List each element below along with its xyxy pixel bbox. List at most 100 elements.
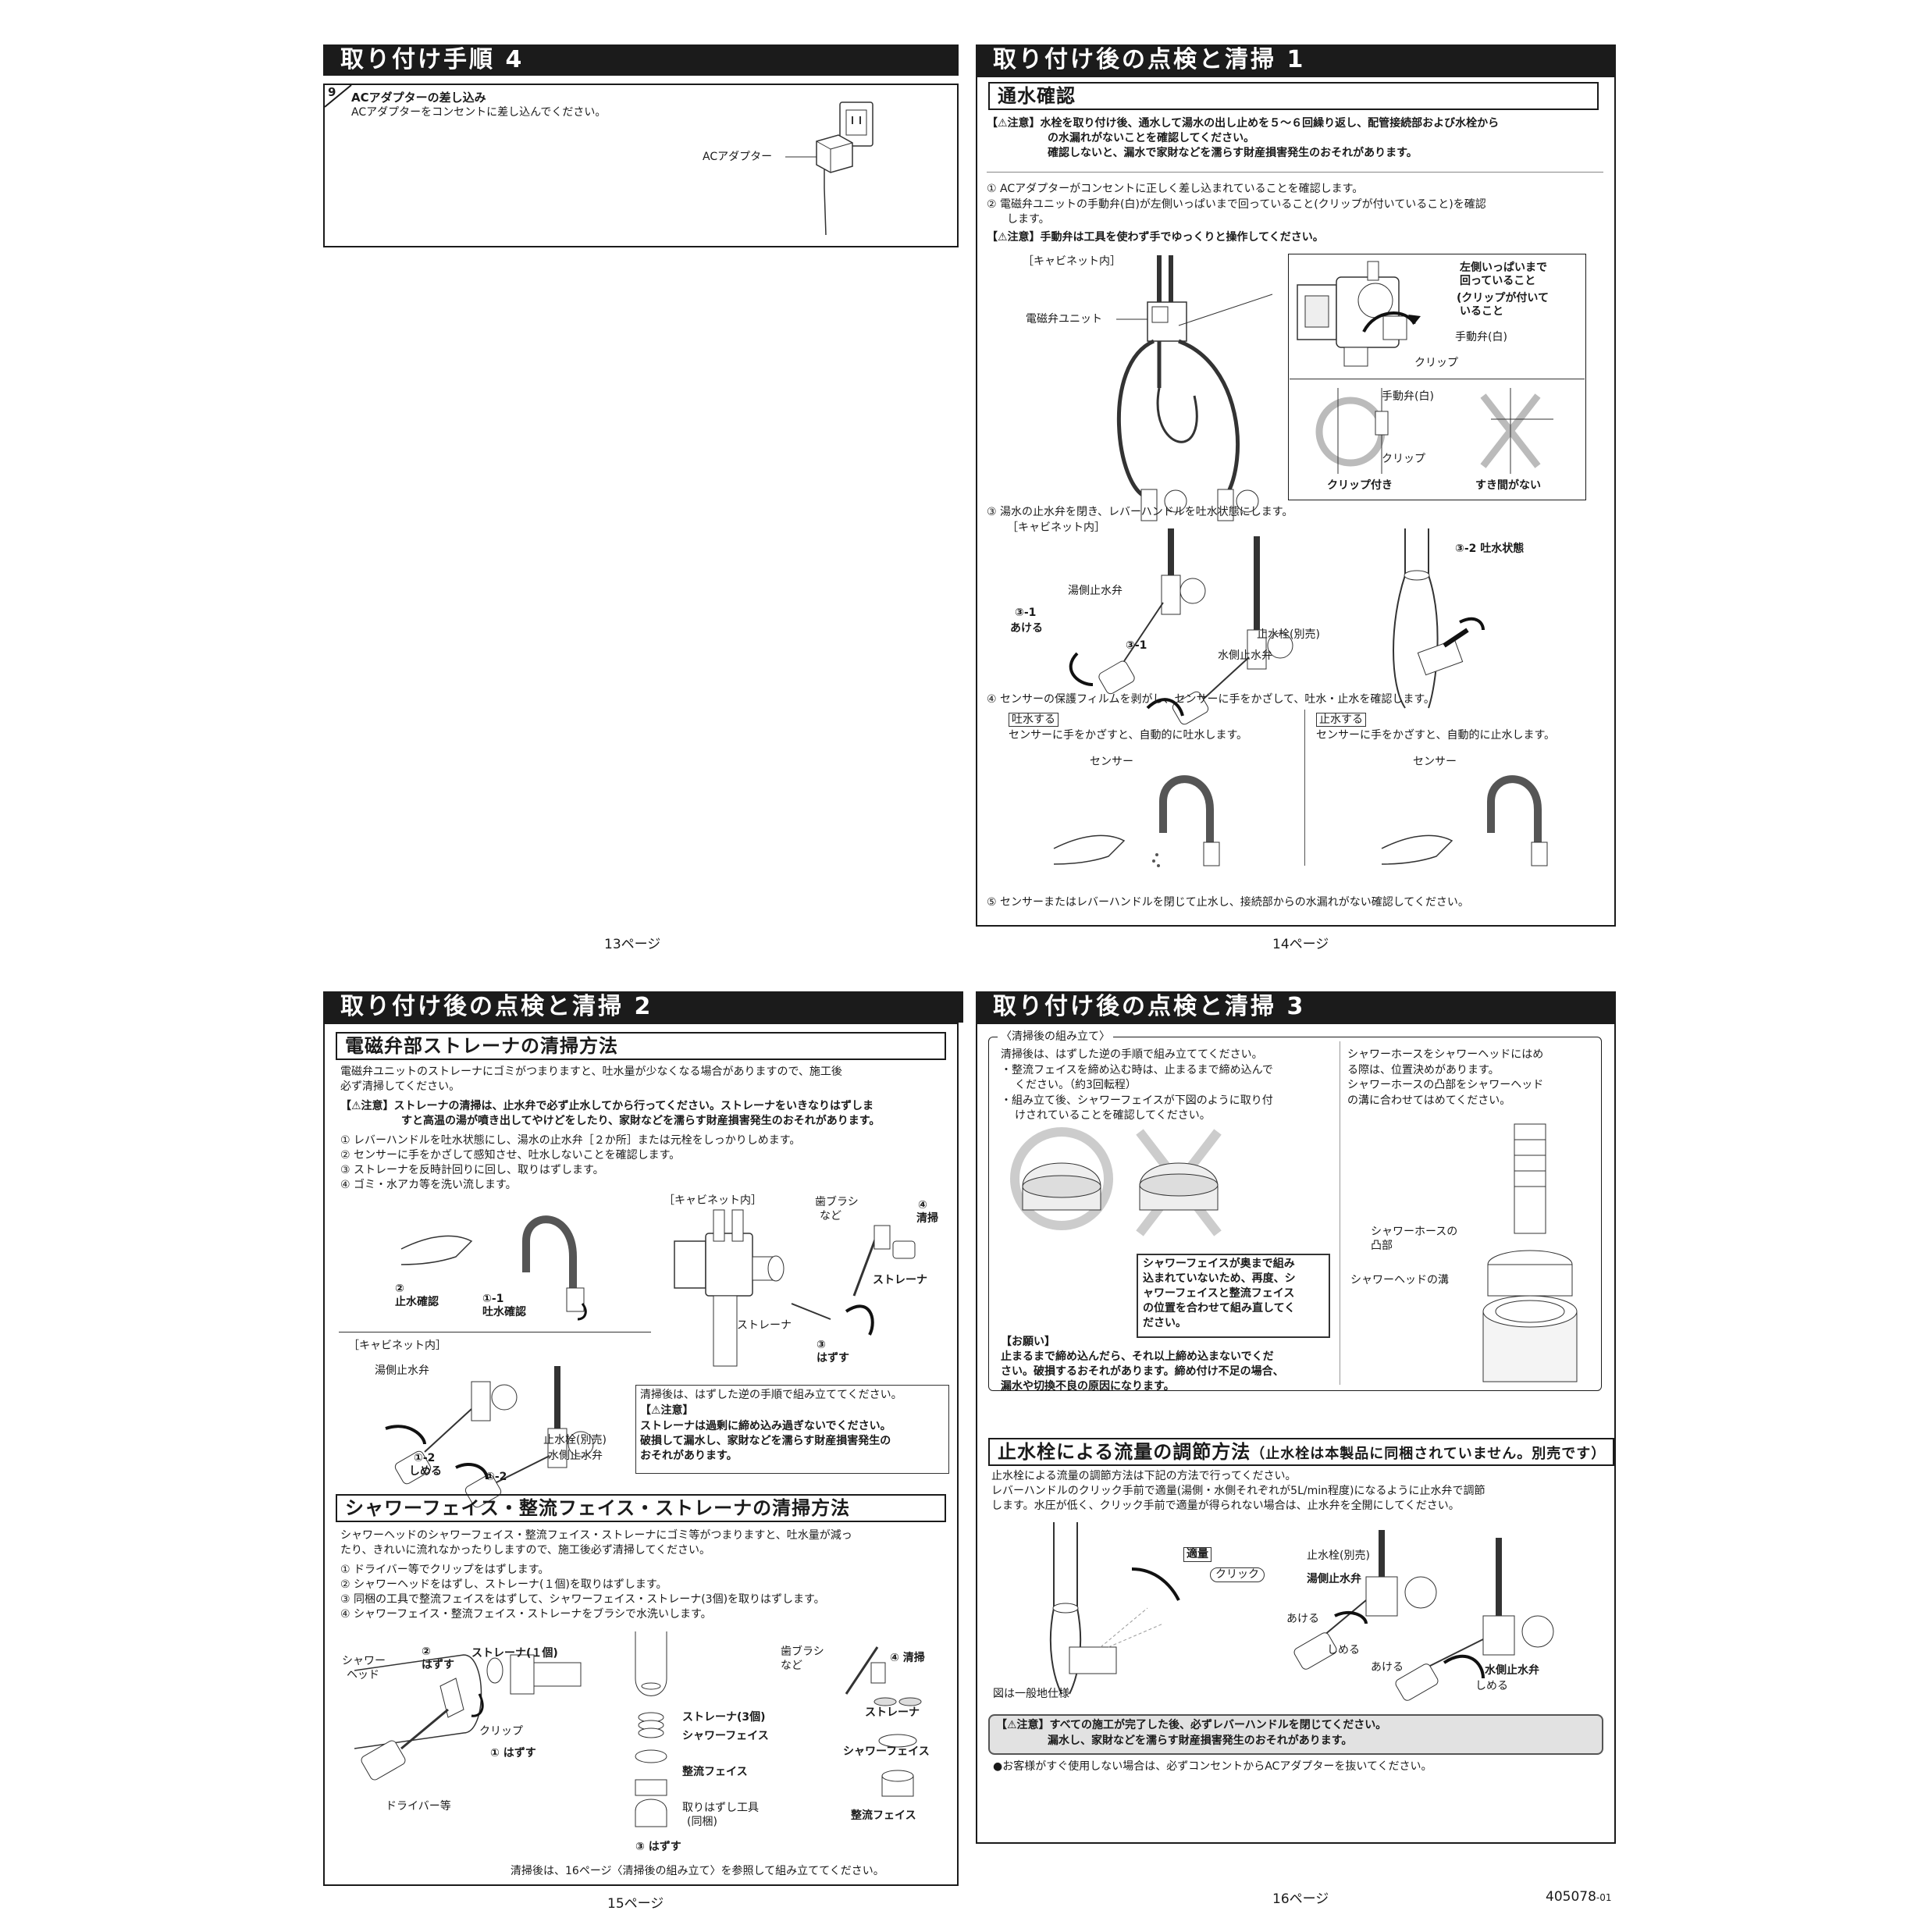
ok-ng-comparison — [1315, 388, 1553, 474]
clean-4b: ④ 清掃 — [890, 1652, 925, 1664]
shower-head-label: ヘッド — [347, 1669, 379, 1681]
close-label-2: しめる — [1475, 1680, 1508, 1692]
assembly-line: 清掃後は、はずした逆の手順で組み立ててください。 — [1001, 1048, 1263, 1061]
stop-text: センサーに手をかざすと、自動的に止水します。 — [1316, 729, 1556, 742]
final-caution-line: 漏水し、家財などを濡らす財産損害発生のおそれがあります。 — [1048, 1735, 1353, 1747]
driver-label: ドライバー等 — [386, 1800, 451, 1813]
section-title: 電磁弁部ストレーナの清掃方法 — [336, 1032, 946, 1060]
assembly-line: ください。（約3回転程） — [1015, 1079, 1137, 1091]
flow-face-label: 整流フェイス — [682, 1766, 748, 1778]
faucet-illustration — [1393, 528, 1485, 709]
request-line: さい。破損するおそれがあります。締め付け不足の場合、 — [1001, 1365, 1284, 1378]
open-label: あける — [1010, 622, 1043, 635]
manual-valve-label-2: 手動弁(白) — [1382, 390, 1434, 403]
cabinet-label-2: ［キャビネット内］ — [1007, 521, 1105, 534]
adapter-label: ACアダプター — [703, 151, 773, 163]
spout-text: センサーに手をかざすと、自動的に吐水します。 — [1009, 729, 1248, 742]
shower-head-illustration — [354, 1654, 582, 1781]
proper-label: 適量 — [1183, 1547, 1212, 1562]
final-caution-line: 【⚠注意】すべての施工が完了した後、必ずレバーハンドルを閉じてください。 — [996, 1719, 1387, 1731]
caution-line: 確認しないと、漏水で家財などを濡らす財産損害発生のおそれがあります。 — [1048, 147, 1418, 159]
sensor-spout-illustration — [1053, 775, 1220, 867]
right-text-line: る際は、位置決めがあります。 — [1347, 1064, 1500, 1076]
close-12-label: しめる — [409, 1465, 442, 1478]
confirm-2-label: 止水確認 — [395, 1296, 439, 1308]
caution-line: の水漏れがないことを確認してください。 — [1048, 132, 1255, 144]
stop-valve-illustration — [1293, 1530, 1554, 1701]
strainer-1-label: ストレーナ(１個) — [471, 1647, 558, 1660]
assembly-line: ・組み立て後、シャワーフェイスが下図のように取り付 — [1001, 1094, 1273, 1107]
caution-line: 【⚠注意】ストレーナの清掃は、止水弁で必ず止水してから行ってください。ストレーナ… — [340, 1100, 874, 1112]
flow-line: 止水栓による流量の調節方法は下記の方法で行ってください。 — [991, 1470, 1297, 1482]
right-text-line: シャワーホースの凸部をシャワーヘッド — [1347, 1079, 1544, 1091]
page-13: 取り付け手順 4 9 ACアダプターの差し込み ACアダプターをコンセントに差し… — [323, 44, 959, 952]
doc-code-rev: -01 — [1596, 1892, 1612, 1903]
strainer-label-2: ストレーナ — [737, 1319, 792, 1332]
page-frame — [976, 76, 1616, 927]
intro2-line: シャワーヘッドのシャワーフェイス・整流フェイス・ストレーナにゴミ等がつまりますと… — [340, 1529, 852, 1542]
spout-11-label: 吐水確認 — [482, 1306, 526, 1318]
step-4: ④ センサーの保護フィルムを剥がし、センサーに手をかざして、吐水・止水を確認しま… — [987, 693, 1435, 706]
click-label: クリック — [1210, 1567, 1265, 1582]
step-line: ③ ストレーナを反時計回りに回し、取りはずします。 — [340, 1164, 604, 1176]
hose-convex-label: 凸部 — [1371, 1240, 1393, 1252]
step-2: ② 電磁弁ユニットの手動弁(白)が左側いっぱいまで回っていること(クリップが付い… — [987, 198, 1486, 211]
confirm-2: ② — [395, 1283, 404, 1295]
cabinet-label-2: ［キャビネット内］ — [348, 1340, 447, 1352]
section-title-2-text: 止水栓による流量の調節方法 — [998, 1441, 1251, 1463]
strainer-label-b: ストレーナ — [865, 1706, 920, 1719]
page-number: 16ページ — [1272, 1891, 1329, 1907]
intro-line: 必ず清掃してください。 — [340, 1080, 461, 1093]
page-16: 取り付け後の点検と清掃 3 〈清掃後の組み立て〉 清掃後は、はずした逆の手順で組… — [976, 991, 1639, 1928]
shower-face-label: シャワーフェイス — [682, 1730, 769, 1742]
toothbrush-label-2: 歯ブラシ — [781, 1646, 824, 1658]
section-title-2: 止水栓による流量の調節方法（止水栓は本製品に同梱されていません。別売です） — [988, 1438, 1614, 1466]
step-1: ① ACアダプターがコンセントに正しく差し込まれていることを確認します。 — [987, 183, 1364, 195]
ac-adapter-illustration — [785, 101, 873, 236]
final-note: ●お客様がすぐ使用しない場合は、必ずコンセントからACアダプターを抜いてください… — [993, 1760, 1432, 1773]
tool-label: 取りはずし工具 — [682, 1802, 759, 1814]
step-line: ② センサーに手をかざして感知させ、吐水しないことを確認します。 — [340, 1149, 681, 1162]
request-line: 止まるまで締め込んだら、それ以上締め込まないでくだ — [1001, 1350, 1274, 1363]
intro2-line: たり、きれいに流れなかったりしますので、施工後必ず清掃してください。 — [340, 1544, 711, 1557]
shower-head-label: シャワー — [342, 1655, 386, 1667]
step-3: ③ 湯水の止水弁を閉き、レバーハンドルを吐水状態にします。 — [987, 506, 1293, 518]
note-line: おそれがあります。 — [640, 1450, 738, 1462]
step2-line: ④ シャワーフェイス・整流フェイス・ストレーナをブラシで水洗いします。 — [340, 1608, 712, 1621]
final-caution-box — [988, 1714, 1603, 1755]
toothbrush-label: など — [820, 1210, 841, 1222]
remove-2-label: はずす — [422, 1659, 454, 1671]
step-2-cont: します。 — [1007, 213, 1050, 226]
hot-valve-label: 湯側止水弁 — [1068, 585, 1123, 597]
assembly-title: 〈清掃後の組み立て〉 — [998, 1030, 1113, 1044]
hose-illustration — [1482, 1123, 1578, 1382]
page-number: 14ページ — [1272, 937, 1329, 952]
general-label: 図は一般地仕様 — [993, 1688, 1069, 1700]
head-groove-label: シャワーヘッドの溝 — [1350, 1274, 1449, 1286]
step-line: ④ ゴミ・水アカ等を洗い流します。 — [340, 1179, 517, 1191]
remove-3b: ③ はずす — [635, 1841, 681, 1853]
page-title: 取り付け手順 4 — [323, 44, 959, 76]
hot-valve-label: 湯側止水弁 — [375, 1364, 429, 1377]
cabinet-label: ［キャビネット内］ — [664, 1194, 762, 1207]
sensor-label-2: センサー — [1413, 756, 1457, 768]
stop-valve-illustration — [1069, 528, 1293, 725]
toothbrush-label: 歯ブラシ — [815, 1196, 859, 1208]
step2-line: ② シャワーヘッドをはずし、ストレーナ(１個)を取りはずします。 — [340, 1578, 667, 1591]
flow-line: レバーハンドルのクリック手前で適量(湯側・水側それぞれが5L/min程度)になる… — [991, 1485, 1485, 1497]
shower-face-label-b: シャワーフェイス — [843, 1745, 930, 1758]
step-text: ACアダプターをコンセントに差し込んでください。 — [351, 106, 607, 119]
toothbrush-label-2: など — [781, 1660, 802, 1672]
spout-box: 吐水する — [1009, 713, 1059, 727]
valve-unit-label: 電磁弁ユニット — [1026, 313, 1102, 326]
open-step-b: ③-1 — [1126, 639, 1147, 652]
reassembly-note — [635, 1385, 949, 1474]
caution-line: 【⚠注意】水栓を取り付け後、通水して湯水の出し止めを５～６回繰り返し、配管接続部… — [987, 117, 1500, 130]
manual-valve-label: 手動弁(白) — [1455, 331, 1507, 343]
ng-note-line: ャワーフェイスと整流フェイス — [1143, 1287, 1295, 1300]
ng-note-line: シャワーフェイスが奥まで組み — [1143, 1258, 1295, 1270]
note-line: 【⚠注意】 — [640, 1404, 694, 1417]
page-title: 取り付け後の点検と清掃 1 — [976, 44, 1616, 76]
clean-4-label: 清掃 — [916, 1212, 938, 1225]
doc-code-number: 405078 — [1546, 1889, 1596, 1905]
